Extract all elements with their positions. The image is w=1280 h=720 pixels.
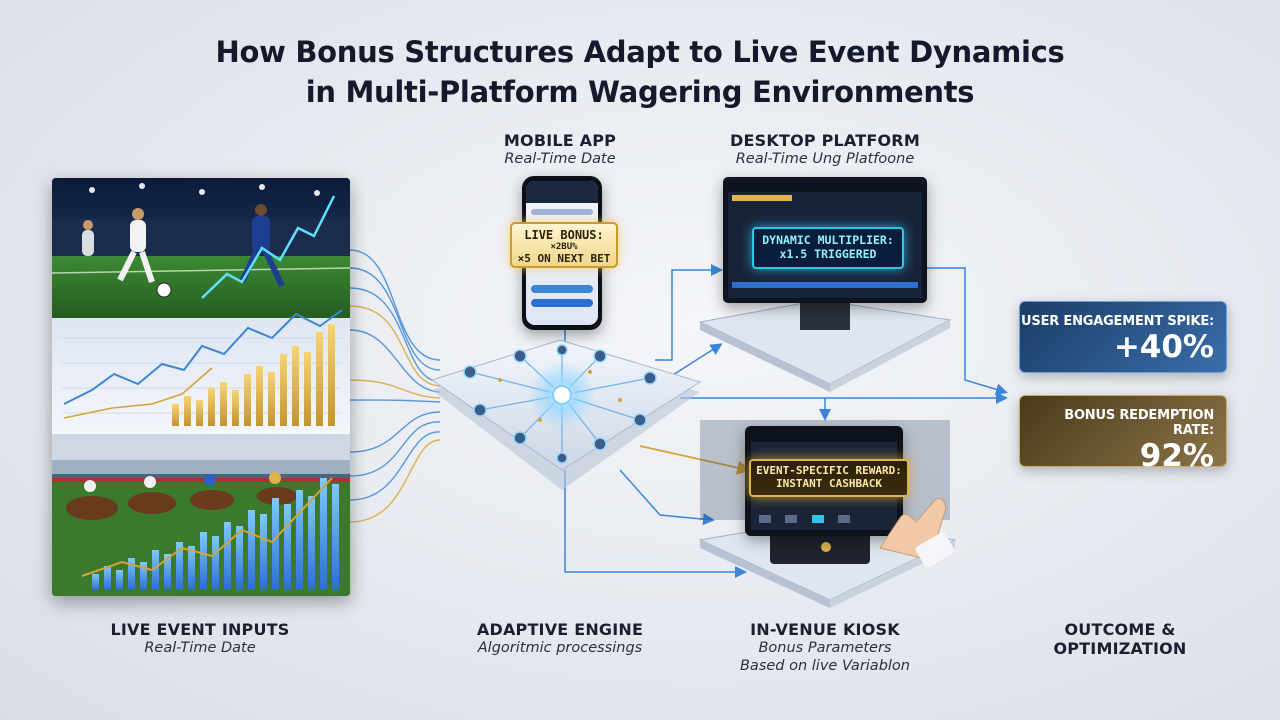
page-title: How Bonus Structures Adapt to Live Event… [0, 32, 1280, 112]
in-venue-kiosk-sub-1: Bonus Parameters [758, 640, 892, 656]
redemption-rate-label: BONUS REDEMPTION RATE: [1064, 408, 1214, 438]
event-reward-badge: EVENT-SPECIFIC REWARD: INSTANT CASHBACK [749, 459, 909, 497]
live-event-inputs-heading: LIVE EVENT INPUTS [110, 620, 290, 639]
monitor-row-highlight [732, 282, 918, 288]
title-line-2: in Multi-Platform Wagering Environments [305, 75, 975, 109]
phone-slider-2 [531, 299, 593, 307]
live-event-inputs-panel [52, 178, 350, 596]
live-event-inputs-label: LIVE EVENT INPUTS Real-Time Date [90, 620, 310, 657]
in-venue-kiosk-sub-2: Based on live Variablon [739, 658, 910, 674]
desktop-platform-label: DESKTOP PLATFORM Real-Time Ung Platfoone [715, 131, 935, 168]
phone-slider [531, 285, 593, 293]
mobile-app-sub: Real-Time Date [504, 151, 616, 167]
adaptive-engine-sub: Algoritmic processings [477, 640, 643, 656]
horse-racing-scene-icon [52, 434, 350, 596]
adaptive-engine-label: ADAPTIVE ENGINE Algoritmic processings [450, 620, 670, 657]
live-bonus-line-1: LIVE BONUS: [524, 228, 604, 242]
dynamic-multiplier-badge: DYNAMIC MULTIPLIER: x1.5 TRIGGERED [752, 227, 904, 269]
title-line-1: How Bonus Structures Adapt to Live Event… [215, 35, 1065, 69]
kiosk-topbar [751, 432, 897, 442]
outcome-heading-1: OUTCOME & [1064, 620, 1176, 639]
desktop-pedestal [698, 299, 952, 392]
live-event-inputs-sub: Real-Time Date [144, 640, 256, 656]
redemption-rate-value: 92% [1139, 438, 1214, 474]
rising-chart-1 [52, 309, 350, 434]
dynamic-multiplier-line-2: x1.5 TRIGGERED [779, 247, 877, 261]
event-reward-line-1: EVENT-SPECIFIC REWARD: [756, 464, 902, 477]
engagement-spike-value: +40% [1113, 329, 1214, 365]
rising-chart-2 [81, 477, 339, 590]
live-bonus-line-2: ×2BU% [550, 242, 578, 252]
monitor-topbar [728, 182, 922, 192]
redemption-rate-card: BONUS REDEMPTION RATE: 92% [1019, 395, 1227, 474]
event-reward-line-2: INSTANT CASHBACK [776, 477, 882, 490]
mobile-app-label: MOBILE APP Real-Time Date [460, 131, 660, 168]
live-bonus-badge: LIVE BONUS: ×2BU% ×5 ON NEXT BET [510, 222, 618, 268]
phone-row [531, 209, 593, 215]
soccer-scene-icon [52, 178, 350, 318]
live-bonus-line-3: ×5 ON NEXT BET [517, 252, 611, 265]
desktop-platform-heading: DESKTOP PLATFORM [730, 131, 920, 150]
engagement-spike-label: USER ENGAGEMENT SPIKE: [1021, 314, 1214, 329]
dynamic-multiplier-line-1: DYNAMIC MULTIPLIER: [762, 233, 894, 247]
kiosk-icon-row [759, 510, 889, 523]
outcome-heading-2: OPTIMIZATION [1053, 639, 1187, 658]
live-event-inputs-art [52, 178, 350, 596]
monitor-tab [732, 195, 792, 201]
desktop-platform-sub: Real-Time Ung Platfoone [735, 151, 915, 167]
engagement-spike-card: USER ENGAGEMENT SPIKE: +40% [1019, 301, 1227, 373]
adaptive-engine-heading: ADAPTIVE ENGINE [476, 620, 644, 639]
in-venue-kiosk-label: IN-VENUE KIOSK Bonus Parameters Based on… [715, 620, 935, 675]
circuit-hub-icon [430, 339, 702, 490]
phone-header-bar [526, 181, 598, 203]
mobile-app-heading: MOBILE APP [503, 131, 617, 150]
outcome-label: OUTCOME & OPTIMIZATION [1020, 620, 1220, 658]
in-venue-kiosk-heading: IN-VENUE KIOSK [750, 620, 900, 639]
